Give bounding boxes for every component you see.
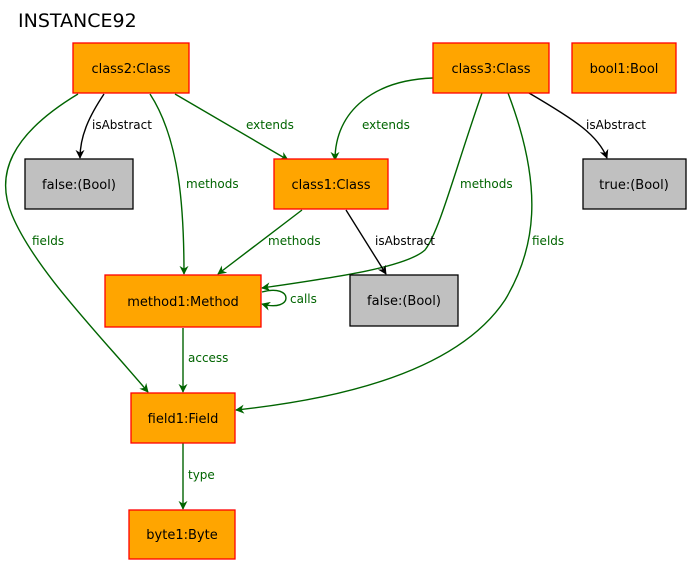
edge-field1-type: type [178,443,215,510]
edge-class1-methods: methods [217,209,321,275]
edge-label-extends: extends [246,118,294,132]
node-label: class2:Class [91,62,170,77]
node-false-bool-right: false:(Bool) [349,274,459,327]
node-label: class1:Class [291,178,370,193]
diagram-title: INSTANCE92 [18,10,137,32]
edge-class2-extends: extends [174,93,294,161]
edge-class3-isabstract: isAbstract [528,92,646,159]
node-label: method1:Method [127,295,239,310]
node-class3: class3:Class [432,42,550,94]
node-label: false:(Bool) [367,294,441,309]
edge-label-methods: methods [268,234,321,248]
edge-class2-fields: fields [4,93,149,393]
edge-label-isabstract: isAbstract [375,234,435,248]
edge-class2-methods: methods [149,93,239,275]
edge-class3-extends: extends [330,77,434,161]
edge-label-calls: calls [290,292,317,306]
node-false-bool-left: false:(Bool) [24,158,134,210]
node-class2: class2:Class [72,42,190,94]
edge-method1-access: access [178,328,228,393]
edge-label-fields: fields [532,234,564,248]
node-byte1: byte1:Byte [128,509,236,560]
node-label: false:(Bool) [42,178,116,193]
node-label: bool1:Bool [590,62,659,77]
node-label: class3:Class [451,62,530,77]
edge-label-methods: methods [186,177,239,191]
edge-method1-calls: calls [261,289,317,311]
edge-label-access: access [188,351,228,365]
edge-label-methods: methods [460,177,513,191]
edge-class1-isabstract: isAbstract [345,209,435,275]
node-true-bool: true:(Bool) [582,158,687,210]
edge-label-type: type [188,468,215,482]
edge-label-isabstract: isAbstract [586,118,646,132]
node-label: field1:Field [148,412,219,427]
edge-label-isabstract: isAbstract [92,118,152,132]
edge-class3-fields: fields [235,92,564,414]
edge-label-fields: fields [32,234,64,248]
edge-class3-methods: methods [261,92,513,292]
node-class1: class1:Class [273,158,389,210]
node-method1: method1:Method [104,274,262,328]
node-bool1: bool1:Bool [571,42,677,94]
node-label: true:(Bool) [599,178,669,193]
node-field1: field1:Field [130,392,236,444]
node-label: byte1:Byte [146,528,217,543]
edge-class2-isabstract: isAbstract [75,93,152,159]
edge-label-extends: extends [362,118,410,132]
